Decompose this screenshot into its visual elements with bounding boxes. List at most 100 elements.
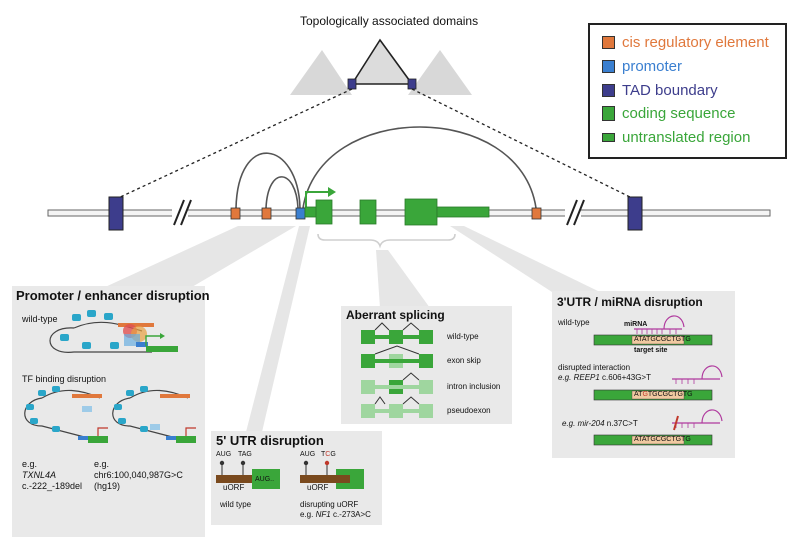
tcg-g: G: [330, 451, 336, 458]
exon-2: [359, 199, 377, 225]
sequence-2-c: TGCGCTGTG: [647, 391, 693, 398]
callout-5utr: [246, 226, 310, 432]
utr3-panel: 3'UTR / miRNA disruption w: [552, 291, 735, 458]
legend-label: untranslated region: [622, 129, 751, 146]
splicing-row-label: intron inclusion: [447, 382, 501, 391]
exon-brace: [317, 233, 456, 249]
example-1-variant: c.606+43G>T: [602, 373, 651, 382]
panel-title: 3'UTR / miRNA disruption: [557, 295, 703, 309]
tcg-label: TCG: [321, 451, 336, 458]
aug-label: AUG: [216, 451, 232, 458]
uorf2-label: uORF: [307, 483, 329, 492]
tad-triangle-main: [350, 38, 414, 85]
utr5-illustration: [216, 460, 364, 489]
example-prefix: e.g.: [300, 510, 314, 519]
legend-swatch-tad: [602, 84, 615, 97]
example-1-prefix: e.g.: [558, 373, 572, 382]
cis-element-3: [531, 207, 542, 220]
splicing-row-label: wild-type: [447, 332, 479, 341]
disrupted-label: disrupted interaction: [558, 363, 631, 372]
tcg-t: T: [321, 451, 326, 458]
example-2-prefix: e.g.: [562, 419, 576, 428]
tad-boundary-marker-left: [347, 78, 357, 90]
legend: cis regulatory element promoter TAD boun…: [588, 23, 787, 159]
uorf-label: uORF: [223, 483, 245, 492]
legend-swatch-coding: [602, 106, 615, 121]
splicing-row-label: pseudoexon: [447, 406, 491, 415]
splicing-panel: Aberrant splicing wild-type exon skip in…: [341, 306, 512, 424]
example-1-gene: REEP1: [573, 373, 600, 382]
mirna-label: miRNA: [624, 321, 648, 328]
promoter-panel: Promoter / enhancer disruption wild-type…: [12, 286, 210, 537]
promoter-element: [295, 207, 306, 220]
legend-item: untranslated region: [602, 129, 750, 146]
tad-projection-right: [411, 88, 635, 200]
sequence-2-a: AT: [634, 391, 643, 398]
callout-promoter: [90, 226, 296, 294]
panel-title: 5' UTR disruption: [216, 433, 324, 448]
sequence-2: ATGTGCGCTGTG: [634, 391, 693, 398]
loop-enhancer-3: [302, 126, 537, 209]
splicing-illustration: [361, 322, 433, 418]
example-variant: c.-273A>C: [332, 510, 371, 519]
legend-label: promoter: [622, 58, 683, 75]
legend-swatch-cis: [602, 36, 615, 49]
legend-label: cis regulatory element: [622, 34, 769, 51]
tad-boundary-right: [627, 196, 643, 231]
target-site-label: target site: [634, 347, 668, 354]
sequence-3: ATATGCGCTGTG: [634, 436, 691, 443]
tf-binding-label: TF binding disruption: [22, 374, 107, 384]
legend-label: TAD boundary: [622, 82, 718, 99]
exon-3: [404, 198, 438, 226]
example-1-label: e.g. REEP1 c.606+43G>T: [558, 373, 651, 382]
sequence-1: ATATGCGCTGTG: [634, 336, 691, 343]
callout-3utr: [450, 226, 600, 292]
tad-title: Topologically associated domains: [300, 14, 479, 28]
loop-enhancer-1: [235, 152, 301, 209]
legend-item: TAD boundary: [602, 82, 718, 99]
example-2-build: (hg19): [94, 481, 121, 491]
tss-arrowhead: [328, 187, 336, 197]
tss-arrow: [305, 191, 328, 208]
utr3-illustration: [593, 315, 723, 446]
example-1-prefix: e.g.: [22, 459, 38, 469]
example-1-gene: TXNL4A: [22, 470, 57, 480]
splicing-row-label: exon skip: [447, 356, 481, 365]
sequence-2-variant: G: [642, 391, 648, 398]
example-2-prefix: e.g.: [94, 459, 110, 469]
tad-boundary-left: [108, 196, 124, 231]
tad-triangle-left: [290, 50, 352, 95]
example-2-variant: chr6:100,040,987G>C: [94, 470, 183, 480]
aug2-label: AUG: [300, 451, 316, 458]
tad-triangle-right: [408, 50, 472, 95]
example-2-label: e.g. mir-204 n.37C>T: [562, 419, 638, 428]
example-2-gene: mir-204: [577, 419, 605, 428]
panel-title: Promoter / enhancer disruption: [16, 288, 210, 303]
utr5-panel: 5' UTR disruption AUG TAG uORF AUG.. AUG…: [211, 431, 382, 525]
panel-title: Aberrant splicing: [346, 308, 445, 322]
callout-splicing: [376, 250, 430, 308]
example-gene: NF1: [315, 510, 331, 519]
break-mark-right: [565, 199, 585, 226]
wild-type-label: wild-type: [558, 318, 590, 327]
wild-type-label: wild type: [220, 500, 252, 509]
tcg-c: C: [325, 451, 331, 458]
legend-swatch-utr: [602, 133, 615, 142]
example-1-variant: c.-222_-189del: [22, 481, 83, 491]
cis-element-2: [261, 207, 272, 220]
tag-label: TAG: [238, 451, 252, 458]
example-label: e.g. NF1 c.-273A>C: [300, 510, 371, 519]
loop-enhancer-2: [265, 176, 299, 209]
aug-dots-label: AUG..: [255, 476, 275, 483]
example-2-variant: n.37C>T: [606, 419, 638, 428]
exon-1: [315, 199, 333, 225]
promoter-illustration: [24, 310, 196, 443]
wild-type-label: wild-type: [22, 314, 58, 324]
legend-item: promoter: [602, 58, 682, 75]
utr5-block: [304, 206, 318, 218]
cis-element-1: [230, 207, 241, 220]
break-mark-left: [172, 199, 192, 226]
legend-item: coding sequence: [602, 105, 735, 122]
tad-projection-left: [115, 88, 353, 200]
